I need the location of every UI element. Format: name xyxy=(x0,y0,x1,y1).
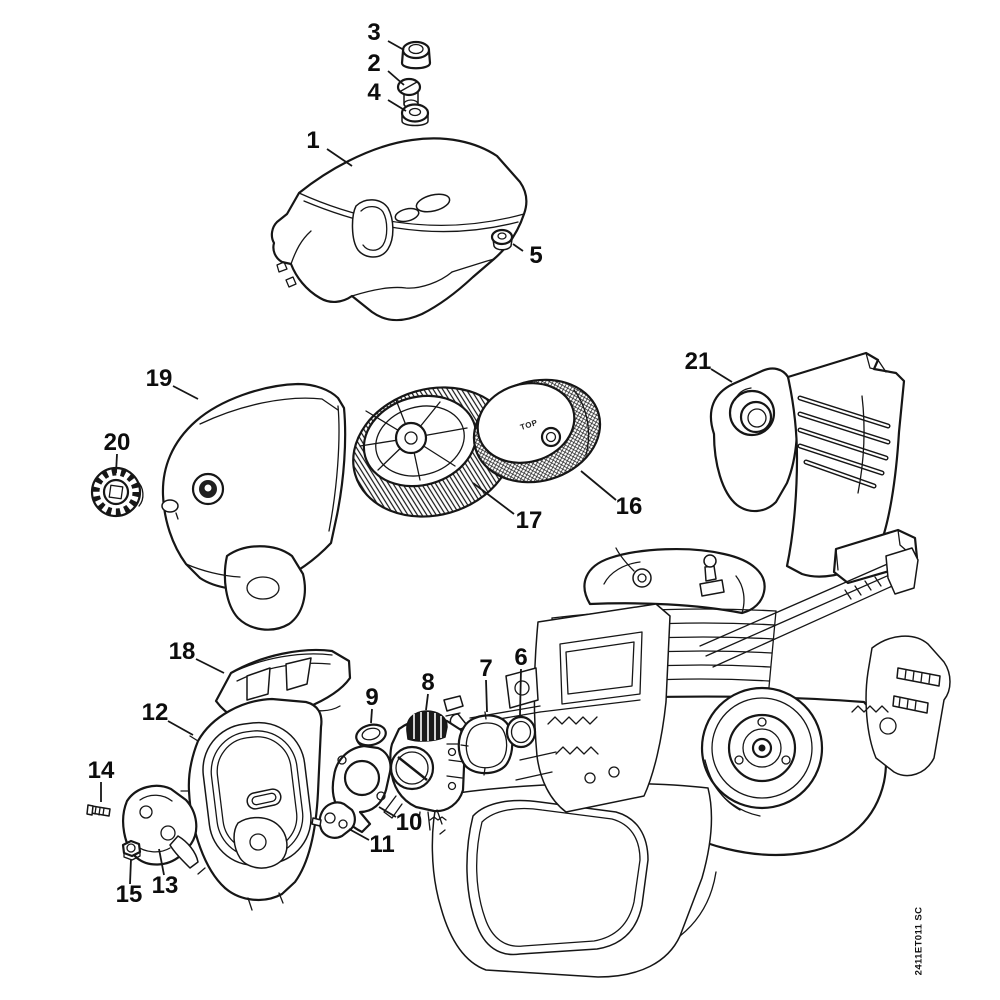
part-17-filter-bottom xyxy=(352,386,514,518)
callout-9: 9 xyxy=(365,684,379,711)
callout-1: 1 xyxy=(306,127,320,154)
part-11-clamp xyxy=(311,801,356,839)
part-13-bracket xyxy=(122,784,199,869)
part-7-gasket xyxy=(457,711,514,776)
part-21-shield xyxy=(709,351,919,585)
part-14-screw xyxy=(86,804,111,817)
diagram-code: 2411ET011 SC xyxy=(913,906,925,976)
callout-21: 21 xyxy=(684,348,712,375)
callout-11: 11 xyxy=(369,831,395,858)
part-2-screw xyxy=(396,77,422,109)
callout-12: 12 xyxy=(141,699,169,726)
callout-14: 14 xyxy=(87,757,115,784)
callout-20: 20 xyxy=(103,429,131,456)
callout-10: 10 xyxy=(395,809,423,836)
part-4-washer xyxy=(400,103,430,127)
part-8-carburetor xyxy=(383,710,467,831)
part-19-filter-cover xyxy=(161,382,347,631)
callout-13: 13 xyxy=(151,872,179,899)
callout-7: 7 xyxy=(479,655,493,682)
part-12-filter-base xyxy=(180,697,323,911)
callout-6: 6 xyxy=(514,644,528,671)
leader-lines xyxy=(100,40,733,885)
callout-19: 19 xyxy=(145,365,173,392)
part-20-knob xyxy=(90,466,144,518)
callout-3: 3 xyxy=(367,19,381,46)
part-9-sleeve xyxy=(355,723,387,749)
callout-15: 15 xyxy=(115,881,143,908)
part-6-ring xyxy=(505,715,537,749)
engine-assembly xyxy=(431,547,951,978)
callout-8: 8 xyxy=(421,669,435,696)
part-1-cylinder-cover xyxy=(270,137,528,322)
part-16-filter-top xyxy=(472,378,602,484)
part-3-grommet xyxy=(400,40,432,70)
callout-18: 18 xyxy=(168,638,196,665)
callout-4: 4 xyxy=(367,79,381,106)
callout-17: 17 xyxy=(515,507,543,534)
part-15-nut xyxy=(121,839,142,861)
part-5-plug xyxy=(490,228,514,251)
callout-2: 2 xyxy=(367,50,381,77)
callout-5: 5 xyxy=(529,242,543,269)
callout-16: 16 xyxy=(615,493,643,520)
